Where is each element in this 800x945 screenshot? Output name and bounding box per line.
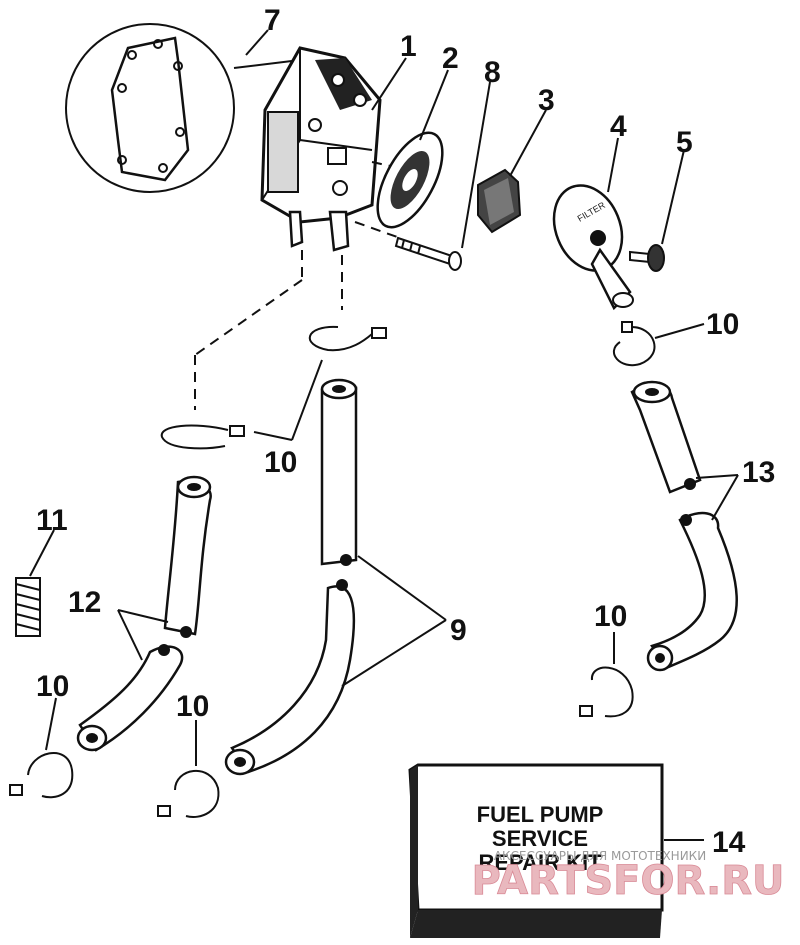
kit-line-1: FUEL PUMP	[477, 802, 604, 827]
hose-13-upper	[630, 380, 702, 494]
callout-12: 12	[68, 586, 101, 619]
callout-7: 7	[264, 4, 281, 37]
callout-10: 10	[176, 690, 209, 723]
callout-8: 8	[484, 56, 501, 89]
kit-line-2: SERVICE	[492, 826, 588, 851]
hose-clamp	[308, 325, 387, 352]
dashed-line	[194, 279, 303, 356]
hose-clamp	[160, 424, 245, 450]
hose-clamp	[579, 666, 634, 718]
filter-cover: FILTER	[552, 184, 634, 311]
callout-9: 9	[450, 614, 467, 647]
callout-4: 4	[610, 110, 627, 143]
spring	[15, 577, 41, 637]
hose-clamp	[612, 321, 656, 367]
watermark-brand: PARTSFOR.RU	[471, 858, 784, 904]
callout-3: 3	[538, 84, 555, 117]
repair-kit-box: FUEL PUMP SERVICE REPAIR KIT	[408, 763, 664, 938]
hose-9-upper	[320, 378, 358, 566]
callout-13: 13	[742, 456, 775, 489]
check-valve-disc	[376, 131, 444, 229]
leader-lines	[29, 29, 739, 841]
kit-line-3: REPAIR KIT	[478, 850, 602, 875]
hose-12-upper	[163, 475, 212, 638]
dashed-line	[354, 221, 401, 239]
hose-12-lower	[76, 644, 184, 752]
hose-13-lower	[646, 511, 738, 672]
hose-clamp	[9, 752, 74, 799]
callout-10: 10	[264, 446, 297, 479]
hose-clamp	[157, 770, 220, 818]
callout-1: 1	[400, 30, 417, 63]
filter-screw	[629, 244, 665, 272]
callout-14: 14	[712, 826, 746, 859]
callout-11: 11	[36, 504, 68, 537]
callout-2: 2	[442, 42, 459, 75]
callout-10: 10	[594, 600, 627, 633]
hose-9-lower	[224, 579, 356, 776]
fuel-pump-body	[260, 46, 382, 252]
callout-5: 5	[676, 126, 693, 159]
callout-10: 10	[36, 670, 69, 703]
gasket-detail	[65, 23, 301, 193]
filter-screen	[477, 168, 522, 234]
screw	[394, 236, 462, 271]
callout-10: 10	[706, 308, 739, 341]
watermark-tagline: АКСЕССУАРЫ ДЛЯ МОТОТЕХНИКИ	[494, 849, 706, 863]
